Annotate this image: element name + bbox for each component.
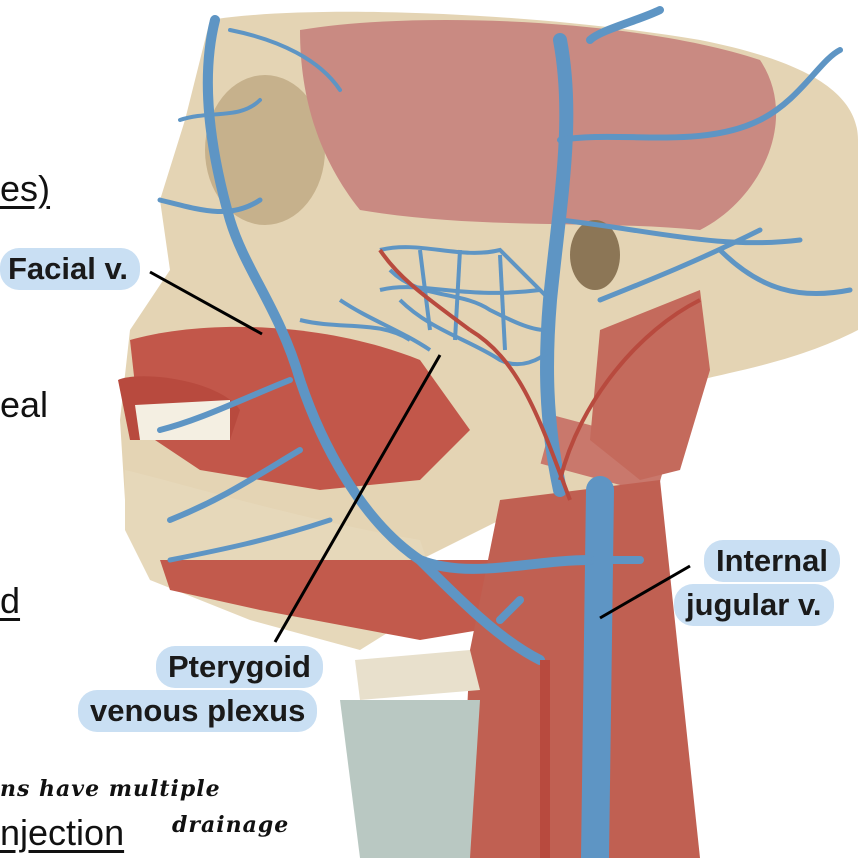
veins	[157, 6, 853, 858]
internal-jugular-label-line2: jugular v.	[674, 584, 834, 626]
handwritten-note-line1: ns have multiple	[0, 776, 221, 802]
sternocleidomastoid	[590, 290, 710, 480]
jugular-pointer	[599, 564, 691, 620]
internal-jugular-label-line1: Internal	[704, 540, 840, 582]
partial-text-3: d	[0, 580, 21, 621]
pterygoid-label-line1: Pterygoid	[156, 646, 323, 688]
pterygoid-label-line2: venous plexus	[78, 690, 318, 732]
ear-canal	[570, 220, 620, 290]
facial-vein-label: Facial v.	[0, 248, 141, 290]
pterygoid-pointer	[273, 354, 442, 643]
teeth	[135, 400, 230, 440]
partial-text-2: eal	[0, 384, 49, 425]
internal-jugular-vein-path	[581, 476, 614, 858]
facial-vein-path	[202, 15, 595, 574]
handwritten-note-line2: drainage	[172, 812, 290, 838]
retromandibular-vein-path	[540, 33, 574, 497]
hyoid	[355, 650, 480, 700]
neck	[460, 480, 700, 858]
temporal-muscle	[300, 20, 777, 230]
facial-pointer	[149, 270, 263, 336]
partial-heading-4: njection	[0, 812, 125, 853]
arteries	[378, 248, 701, 858]
partial-heading-1: es)	[0, 168, 51, 209]
pointer-lines	[149, 270, 691, 643]
thyroid-cartilage	[340, 700, 480, 858]
